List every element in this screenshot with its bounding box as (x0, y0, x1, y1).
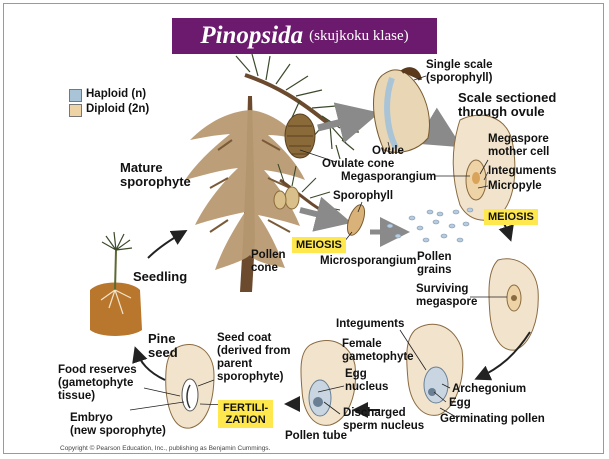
slide-subtitle: (skujkoku klase) (309, 28, 409, 45)
label-mature-sporophyte-2: sporophyte (120, 174, 191, 189)
label-egg-nucleus-2: nucleus (345, 381, 388, 394)
label-ovulate-cone: Ovulate cone (322, 158, 394, 171)
label-pollen-tube: Pollen tube (285, 430, 347, 443)
label-discharged-sperm-2: sperm nucleus (343, 420, 424, 433)
label-integuments-bottom: Integuments (336, 318, 404, 331)
label-food-reserves-3: tissue) (58, 390, 95, 403)
single-scale-illustration (374, 69, 430, 152)
label-seed-coat-3: parent (217, 358, 252, 371)
label-seed-coat-1: Seed coat (217, 332, 271, 345)
legend-label-haploid: Haploid (n) (86, 88, 146, 101)
label-pollen-grains-2: grains (417, 264, 452, 277)
label-integuments-top: Integuments (488, 165, 556, 178)
legend-label-diploid: Diploid (2n) (86, 103, 149, 116)
fertilization-badge: FERTILI- ZATION (218, 400, 273, 428)
surviving-megaspore-illustration (489, 259, 538, 350)
seedling-illustration (90, 232, 142, 336)
meiosis-badge-left: MEIOSIS (292, 237, 346, 253)
label-pollen-cone-2: cone (251, 262, 278, 275)
label-scale-sectioned-2: through ovule (458, 104, 545, 119)
label-embryo-1: Embryo (70, 412, 113, 425)
label-megaspore-mother-1: Megaspore (488, 133, 549, 146)
slide-title: Pinopsida (200, 22, 303, 50)
copyright-text: Copyright © Pearson Education, Inc., pub… (60, 445, 270, 452)
fertilization-badge-line-2: ZATION (223, 414, 268, 426)
fertilization-badge-line-1: FERTILI- (223, 402, 268, 414)
label-female-gametophyte-1: Female (342, 338, 382, 351)
grey-arrow-pollen-cone-to-sporophyll (300, 210, 340, 220)
pollen-sporophyll-illustration (344, 203, 473, 242)
label-pollen-cone-1: Pollen (251, 249, 286, 262)
label-pollen-grains-1: Pollen (417, 251, 452, 264)
label-food-reserves-2: (gametophyte (58, 377, 133, 390)
label-mature-sporophyte-1: Mature (120, 160, 163, 175)
label-micropyle: Micropyle (488, 180, 542, 193)
label-pine-seed-2: seed (148, 345, 178, 360)
label-seed-coat-4: sporophyte) (217, 371, 283, 384)
label-ovule: Ovule (372, 145, 404, 158)
label-surviving-megaspore-2: megaspore (416, 296, 477, 309)
label-single-scale: Single scale (426, 59, 492, 72)
label-sporophyll: Sporophyll (333, 190, 393, 203)
label-surviving-megaspore-1: Surviving (416, 283, 468, 296)
label-scale-sectioned-1: Scale sectioned (458, 90, 556, 105)
label-female-gametophyte-2: gametophyte (342, 351, 414, 364)
label-megasporangium: Megasporangium (341, 171, 436, 184)
label-discharged-sperm-1: Discharged (343, 407, 406, 420)
label-megaspore-mother-2: mother cell (488, 146, 549, 159)
label-archegonium: Archegonium (452, 383, 526, 396)
label-microsporangium: Microsporangium (320, 255, 416, 268)
label-seedling: Seedling (133, 269, 187, 284)
label-embryo-2: (new sporophyte) (70, 425, 166, 438)
label-seed-coat-2: (derived from (217, 345, 291, 358)
label-germinating-pollen: Germinating pollen (440, 413, 545, 426)
label-pine-seed-1: Pine (148, 331, 175, 346)
label-sporophyll-paren: (sporophyll) (426, 72, 492, 85)
meiosis-badge-right: MEIOSIS (484, 209, 538, 225)
label-food-reserves-1: Food reserves (58, 364, 137, 377)
label-egg: Egg (449, 397, 471, 410)
label-egg-nucleus-1: Egg (345, 368, 367, 381)
legend-swatch-diploid (69, 104, 82, 117)
title-banner: Pinopsida (skujkoku klase) (172, 18, 437, 54)
legend-swatch-haploid (69, 89, 82, 102)
